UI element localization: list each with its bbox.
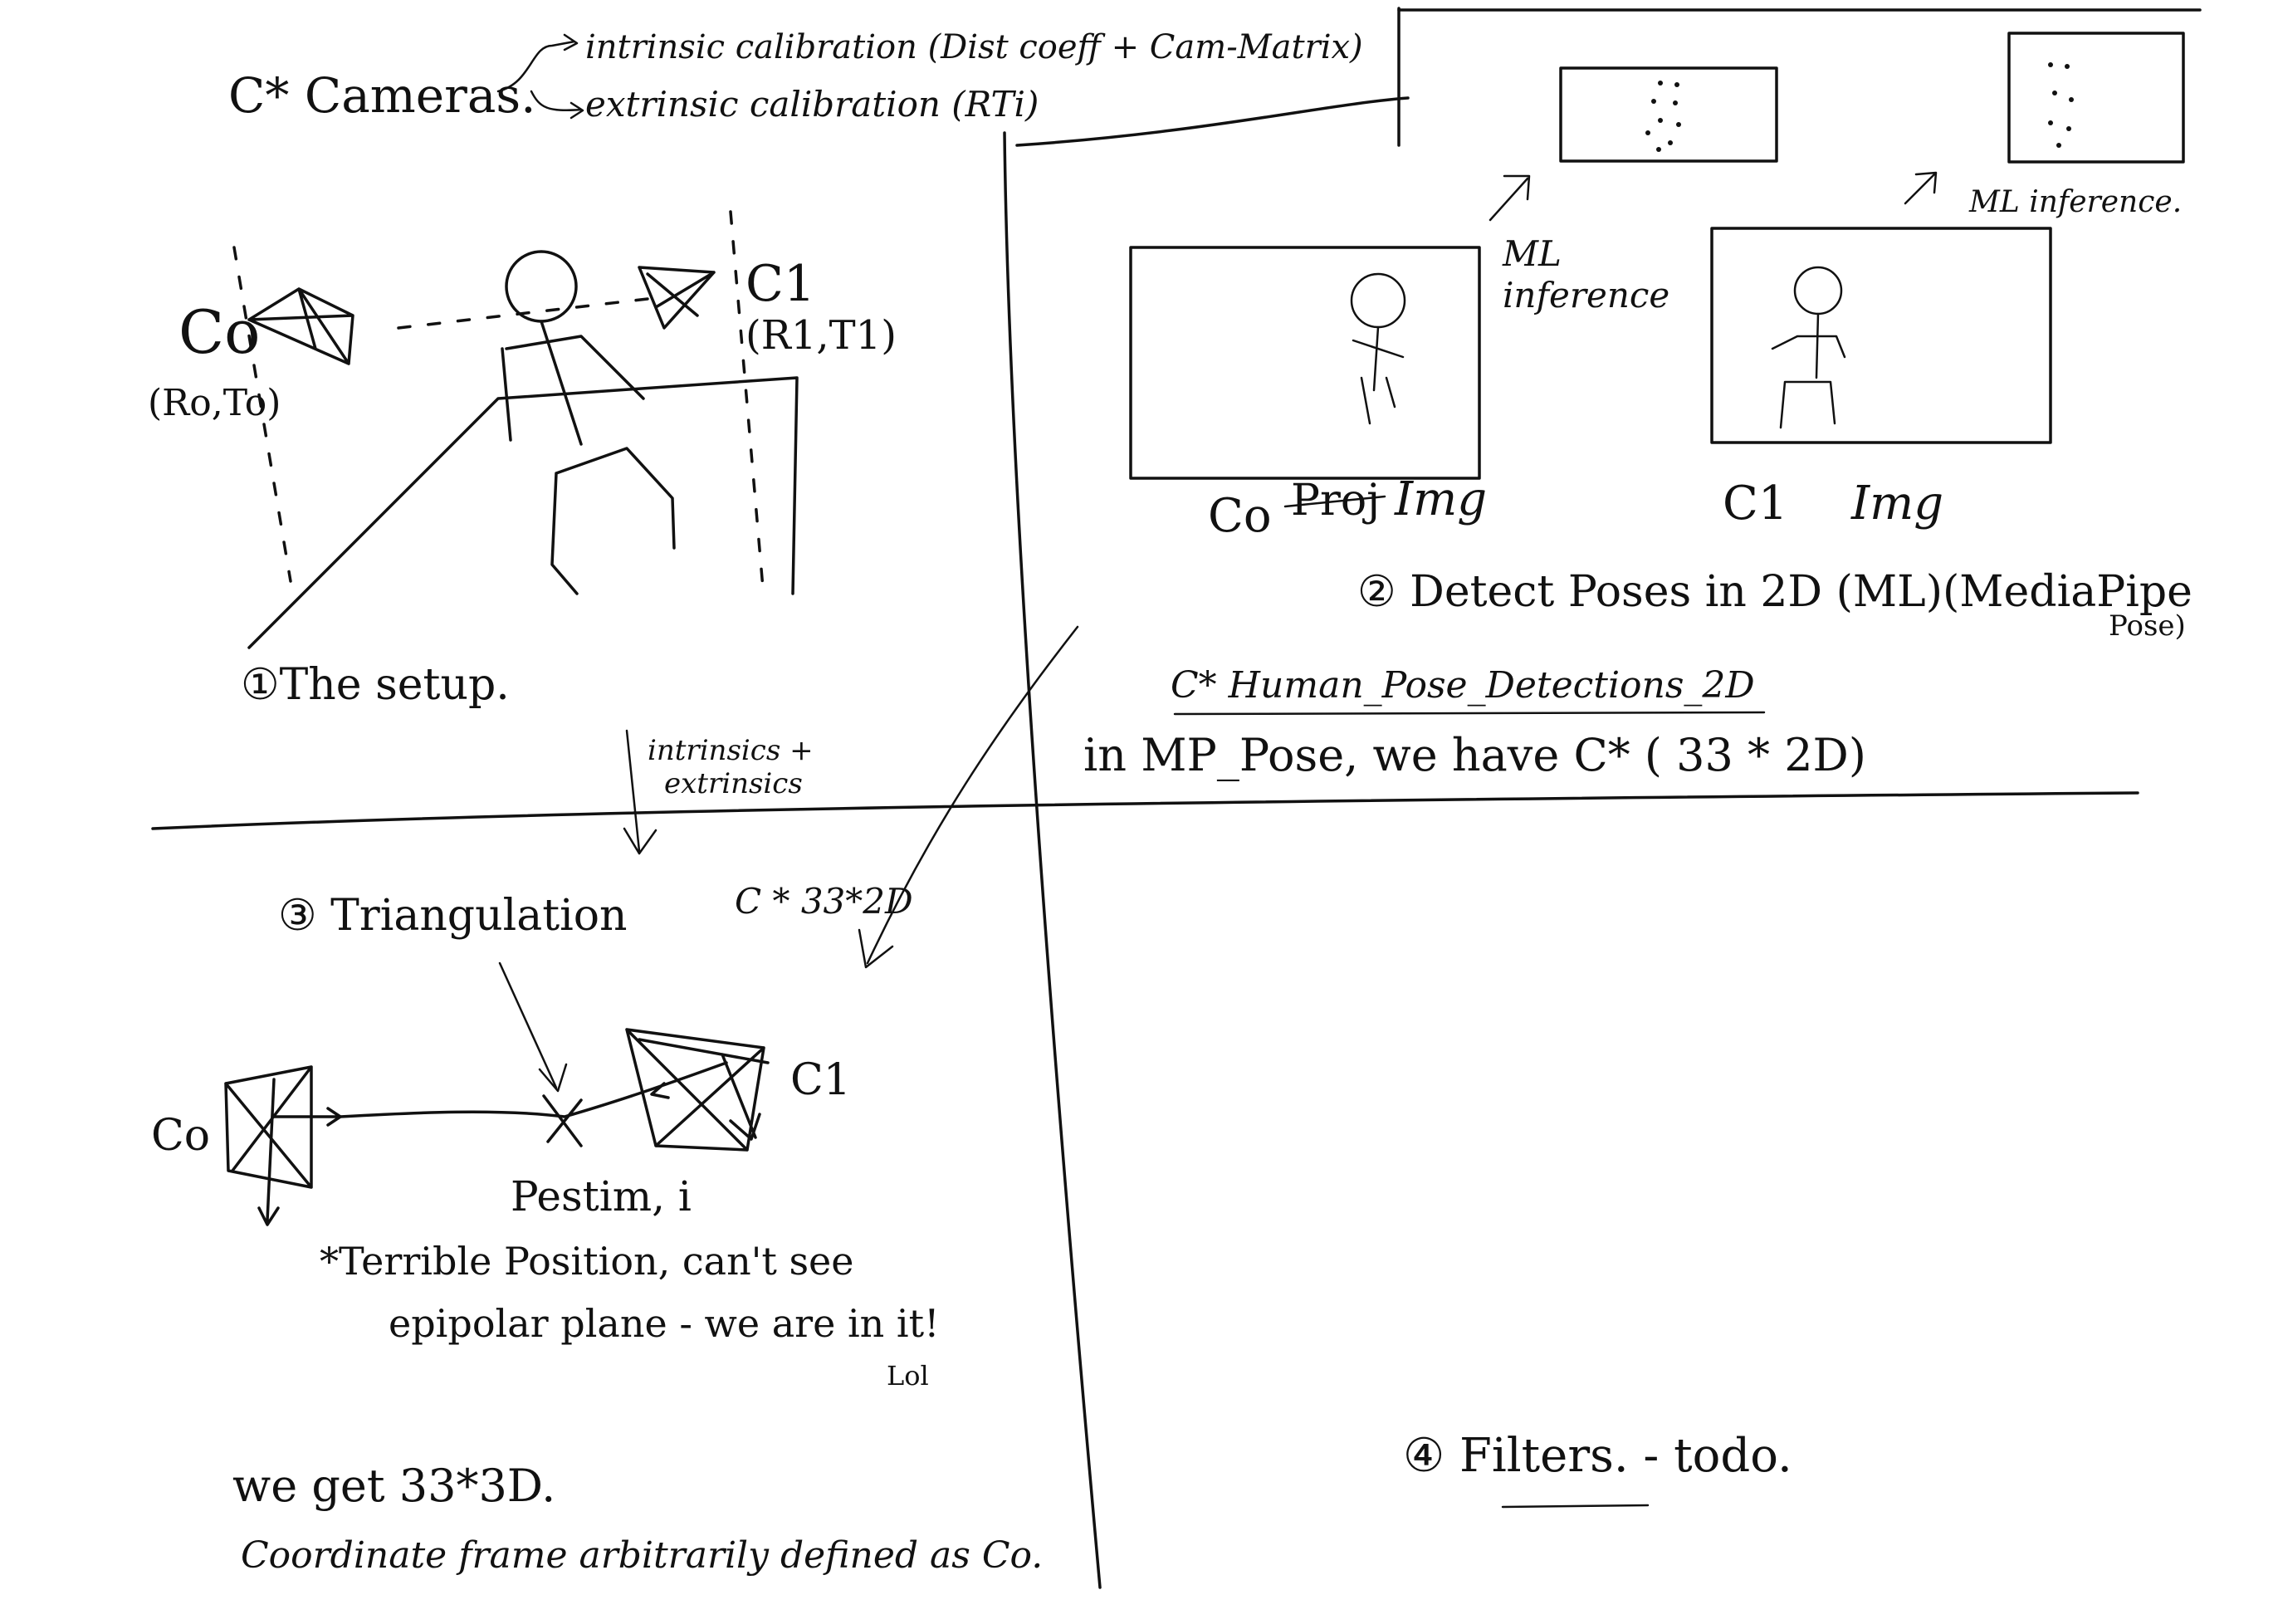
triangulation-lol: Lol: [887, 1360, 929, 1392]
triangulation-note-2: epipolar plane - we are in it!: [389, 1301, 940, 1346]
ml-output-dots-1: [2048, 62, 2074, 148]
arrow-label-intrinsics: intrinsics +: [648, 734, 814, 767]
setup-section: Co (Ro,To) C1 (R1,T1) ①The setup.: [148, 210, 897, 710]
setup-cam0-pose: (Ro,To): [148, 382, 281, 424]
triangulation-result-1: we get 33*3D.: [232, 1460, 555, 1512]
tri-camera0-icon: [224, 1065, 313, 1226]
tri-camera1-icon: [625, 1028, 770, 1152]
human-pose-underline: [1173, 711, 1766, 716]
setup-floor: [247, 376, 799, 649]
ml-arrow-1: [1904, 171, 1938, 205]
cam1-image-label-suffix: Img: [1850, 477, 1943, 531]
cam1-image-frame: [1710, 227, 2052, 444]
bracket-arrow-extrinsic: [530, 90, 584, 120]
filters-caption: ④ Filters. - todo.: [1403, 1429, 1792, 1483]
calibration-arrow: [623, 729, 657, 855]
estimated-point-label: Pestim, i: [511, 1172, 692, 1220]
detect-section: ML inference ML inference. Co Proj Img C…: [1083, 32, 2192, 781]
ml-label-right: ML inference.: [1968, 185, 2182, 219]
ml-label-left-2: inference: [1503, 275, 1669, 316]
mp-pose-line: in MP_Pose, we have C* ( 33 * 2D): [1083, 729, 1866, 781]
cam1-vertical-dashed: [729, 210, 765, 599]
ml-arrow-0: [1489, 174, 1531, 222]
figure-head: [505, 250, 578, 323]
projection-ray: [339, 1061, 728, 1118]
ml-output-frame-1: [2007, 32, 2185, 164]
horizontal-divider: [151, 791, 2139, 830]
cam0-image-frame: [1129, 246, 1481, 480]
tri-cam0-label: Co: [151, 1111, 210, 1161]
setup-cam1-label: C1: [745, 255, 815, 313]
intrinsic-label: intrinsic calibration (Dist coeff + Cam-…: [585, 28, 1363, 66]
figure-body: [501, 320, 645, 446]
cam1-image-figure: [1771, 266, 1846, 429]
estimated-point-marker: [542, 1094, 583, 1147]
estimate-pointer-arrow: [498, 961, 568, 1093]
cam0-image-figure: [1350, 272, 1406, 425]
setup-cam1-pose: (R1,T1): [745, 312, 897, 359]
cam0-image-label-prefix: Co: [1208, 489, 1272, 543]
cameras-label: C* Cameras.: [228, 67, 536, 124]
strike-through: [1283, 495, 1386, 508]
ml-output-frame-0: [1559, 66, 1778, 163]
section-dividers: [151, 7, 2202, 1589]
setup-cam0-label: Co: [178, 297, 260, 367]
human-pose-detections: C* Human_Pose_Detections_2D: [1171, 664, 1755, 707]
projection-ray-arrowhead: [650, 1082, 670, 1099]
ml-label-left-1: ML: [1502, 233, 1562, 274]
detect-caption: ② Detect Poses in 2D (ML)(MediaPipe: [1357, 567, 2192, 617]
pose-detection-arrow: [858, 625, 1079, 969]
tri-camera0-axis: [272, 1107, 342, 1127]
header: C* Cameras. intrinsic calibration (Dist …: [228, 28, 1363, 125]
setup-caption: ①The setup.: [241, 660, 510, 710]
camera0-icon: [247, 287, 354, 365]
flow-arrows: intrinsics + extrinsics: [623, 625, 1079, 969]
triangulation-section: ③ Triangulation C * 33*2D Co C1 Pestim, …: [151, 881, 1043, 1577]
filters-section: ④ Filters. - todo.: [1403, 1429, 1792, 1509]
arrow-label-extrinsics: extrinsics: [664, 767, 803, 800]
stick-figure: [501, 250, 676, 595]
cam0-image-label-suffix: Img: [1394, 472, 1487, 526]
camera-baseline-dashed: [397, 297, 649, 330]
triangulation-result-2: Coordinate frame arbitrarily defined as …: [241, 1534, 1043, 1577]
triangulation-input: C * 33*2D: [735, 881, 913, 922]
tri-cam1-label: C1: [790, 1055, 851, 1105]
filters-underline: [1501, 1504, 1650, 1509]
cam1-image-label-prefix: C1: [1723, 477, 1787, 531]
detect-caption-tail: Pose): [2109, 609, 2186, 643]
triangulation-note-1: *Terrible Position, can't see: [320, 1239, 854, 1284]
vertical-divider: [1003, 131, 1102, 1589]
figure-legs: [550, 447, 676, 595]
extrinsic-label: extrinsic calibration (RTi): [585, 84, 1039, 125]
ml-output-dots-0: [1645, 81, 1681, 152]
camera1-icon: [638, 266, 716, 330]
triangulation-caption: ③ Triangulation: [278, 891, 628, 941]
header-underline: [1015, 96, 1410, 147]
bracket-arrow-intrinsic: [496, 33, 579, 93]
